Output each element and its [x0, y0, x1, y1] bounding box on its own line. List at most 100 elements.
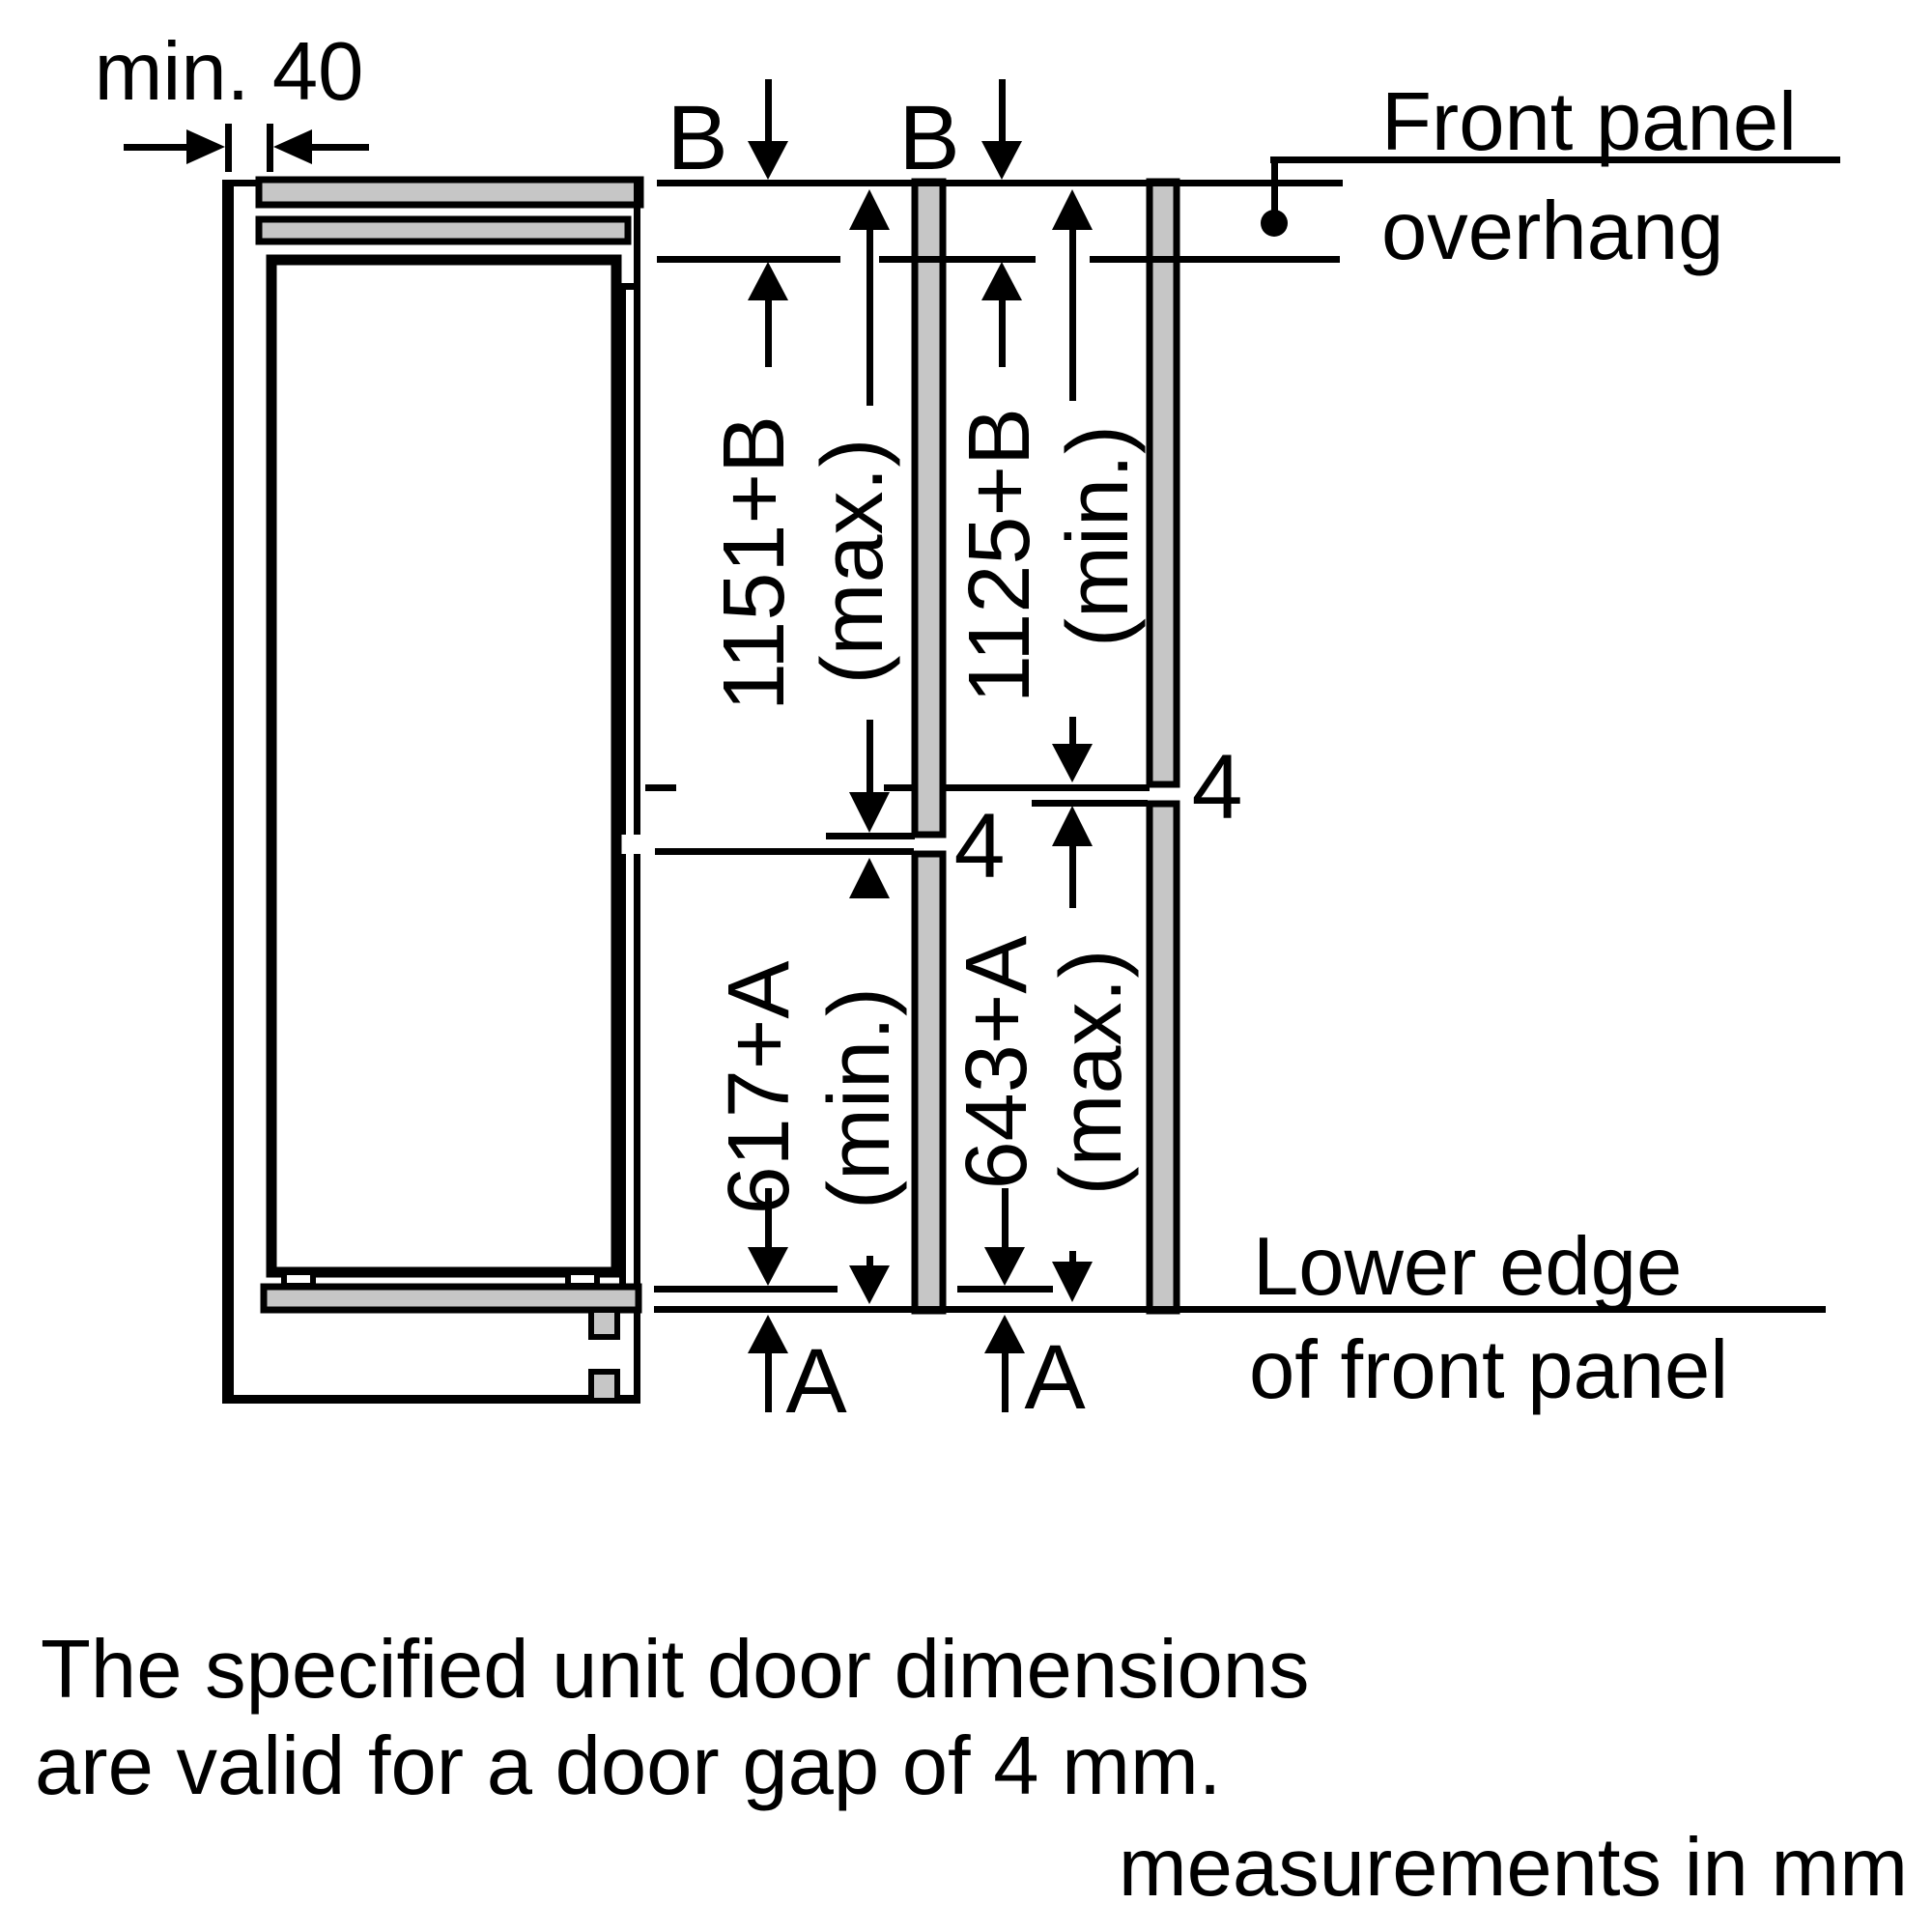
- a-label: A: [1024, 1326, 1086, 1429]
- cabinet-side-view: [222, 176, 644, 1404]
- hinge-block-lower: [588, 1369, 620, 1404]
- lower-edge-callout: Lower edge of front panel: [1249, 1221, 1728, 1416]
- left-panel-lower-door: [911, 850, 947, 1315]
- extension-tick-left: [225, 124, 232, 172]
- reference-lines: [645, 180, 1826, 1313]
- callout-text-line1: Lower edge: [1253, 1221, 1682, 1313]
- right-panel-lower-door: [1146, 800, 1180, 1315]
- arrow-shaft: [765, 79, 772, 141]
- up-arrowhead-icon: [981, 262, 1022, 300]
- right-lower-door-top-line: [1032, 800, 1148, 807]
- arrow-shaft: [1069, 846, 1076, 908]
- note-line1: The specified unit door dimensions: [41, 1624, 1310, 1716]
- top-rail-upper: [255, 176, 644, 209]
- lower-door-dimension-right: 643+A (max.): [949, 806, 1140, 1302]
- callout-text-line2: of front panel: [1249, 1324, 1728, 1416]
- upper-door-dimension-right: 1125+B (min.): [952, 189, 1147, 782]
- up-arrowhead-icon: [849, 858, 890, 898]
- top-reference-line: [657, 180, 1343, 186]
- callout-text-line1: Front panel: [1381, 76, 1797, 168]
- min-clearance-dimension: min. 40: [95, 26, 369, 172]
- cabinet-bottom: [222, 1395, 640, 1404]
- overhang-dimension-right: B: [898, 79, 1022, 367]
- lower-door-dimension-left: 617+A (min.): [711, 858, 908, 1304]
- arrow-shaft: [1069, 717, 1076, 744]
- cabinet-top-edge: [234, 180, 263, 186]
- top-rail-lower: [255, 215, 632, 245]
- dimension-value: 1151+B: [706, 415, 803, 711]
- right-panel-upper-door: [1146, 178, 1180, 788]
- up-arrowhead-icon: [1052, 189, 1093, 230]
- right-upper-door-bottom-line: [943, 784, 1150, 791]
- arrow-shaft: [867, 230, 873, 406]
- bottom-gap-dimension-left: A: [748, 1188, 847, 1433]
- min-clearance-label: min. 40: [95, 26, 364, 118]
- lower-edge-line: [654, 1306, 1826, 1313]
- down-arrowhead-icon: [1052, 1262, 1093, 1302]
- units-note: measurements in mm: [1119, 1822, 1908, 1914]
- overhang-reference-line: [879, 256, 1036, 263]
- arrow-shaft: [1002, 1188, 1009, 1247]
- left-upper-door-bottom-line: [826, 833, 915, 839]
- up-arrowhead-icon: [748, 262, 788, 300]
- cabinet-left-wall: [222, 180, 234, 1403]
- down-arrowhead-icon: [981, 141, 1022, 180]
- arrow-shaft: [309, 144, 369, 151]
- extension-tick-right: [267, 124, 273, 172]
- down-arrowhead-icon: [748, 1247, 788, 1286]
- arrow-shaft: [867, 1256, 873, 1268]
- callout-text-line2: overhang: [1381, 185, 1723, 277]
- up-arrowhead-icon: [984, 1315, 1025, 1353]
- dimension-value: 643+A: [949, 936, 1045, 1190]
- left-panel-upper-door: [911, 178, 947, 838]
- front-panel-bars: [911, 178, 1180, 1315]
- right-split-dash: [645, 784, 676, 791]
- appliance-body: [266, 254, 622, 1278]
- down-arrowhead-icon: [849, 792, 890, 833]
- front-panel-edge-upper: [634, 180, 640, 835]
- up-arrowhead-icon: [748, 1315, 788, 1353]
- left-arrowhead-icon: [273, 129, 312, 164]
- arrow-shaft: [1069, 1251, 1076, 1262]
- front-panel-edge-lower: [634, 854, 640, 1403]
- arrow-shaft: [1002, 1353, 1009, 1412]
- down-arrowhead-icon: [984, 1247, 1025, 1286]
- gap-label-left: 4: [954, 795, 1006, 897]
- dimension-qualifier: (min.): [1050, 425, 1147, 647]
- appliance-door-upper: [619, 286, 626, 835]
- door-top-step: [619, 283, 640, 290]
- arrow-shaft: [124, 144, 189, 151]
- arrow-shaft: [765, 1188, 772, 1247]
- callout-underline: [1270, 156, 1840, 163]
- hinge-block-upper: [588, 1307, 620, 1340]
- callout-leader: [1271, 156, 1278, 213]
- arrow-shaft: [765, 1353, 772, 1412]
- callout-dot-icon: [1261, 210, 1288, 237]
- arrow-shaft: [867, 720, 873, 792]
- note-line2: are valid for a door gap of 4 mm.: [35, 1720, 1221, 1812]
- notes-block: The specified unit door dimensions are v…: [35, 1624, 1908, 1914]
- arrow-shaft: [1069, 230, 1076, 401]
- bottom-gap-dimension-right: A: [984, 1188, 1086, 1429]
- bottom-rail: [260, 1283, 642, 1314]
- overhang-dimension-left: B: [667, 79, 788, 367]
- overhang-reference-line: [657, 256, 840, 263]
- down-arrowhead-icon: [849, 1265, 890, 1304]
- dimension-value: 617+A: [711, 961, 808, 1215]
- down-arrowhead-icon: [748, 141, 788, 180]
- arrow-shaft: [999, 79, 1006, 141]
- dimension-qualifier: (max.): [805, 439, 901, 685]
- dimension-value: 1125+B: [952, 408, 1048, 703]
- overhang-reference-line: [1090, 256, 1340, 263]
- dimension-qualifier: (max.): [1043, 950, 1140, 1196]
- door-bottom-line-left: [654, 1286, 838, 1293]
- front-panel-overhang-callout: Front panel overhang: [1261, 76, 1840, 277]
- gap-label-right: 4: [1192, 736, 1243, 838]
- upper-door-dimension-left: 1151+B (max.): [706, 189, 901, 833]
- arrow-shaft: [765, 300, 772, 367]
- arrow-shaft: [999, 300, 1006, 367]
- up-arrowhead-icon: [849, 189, 890, 230]
- b-label: B: [667, 87, 727, 189]
